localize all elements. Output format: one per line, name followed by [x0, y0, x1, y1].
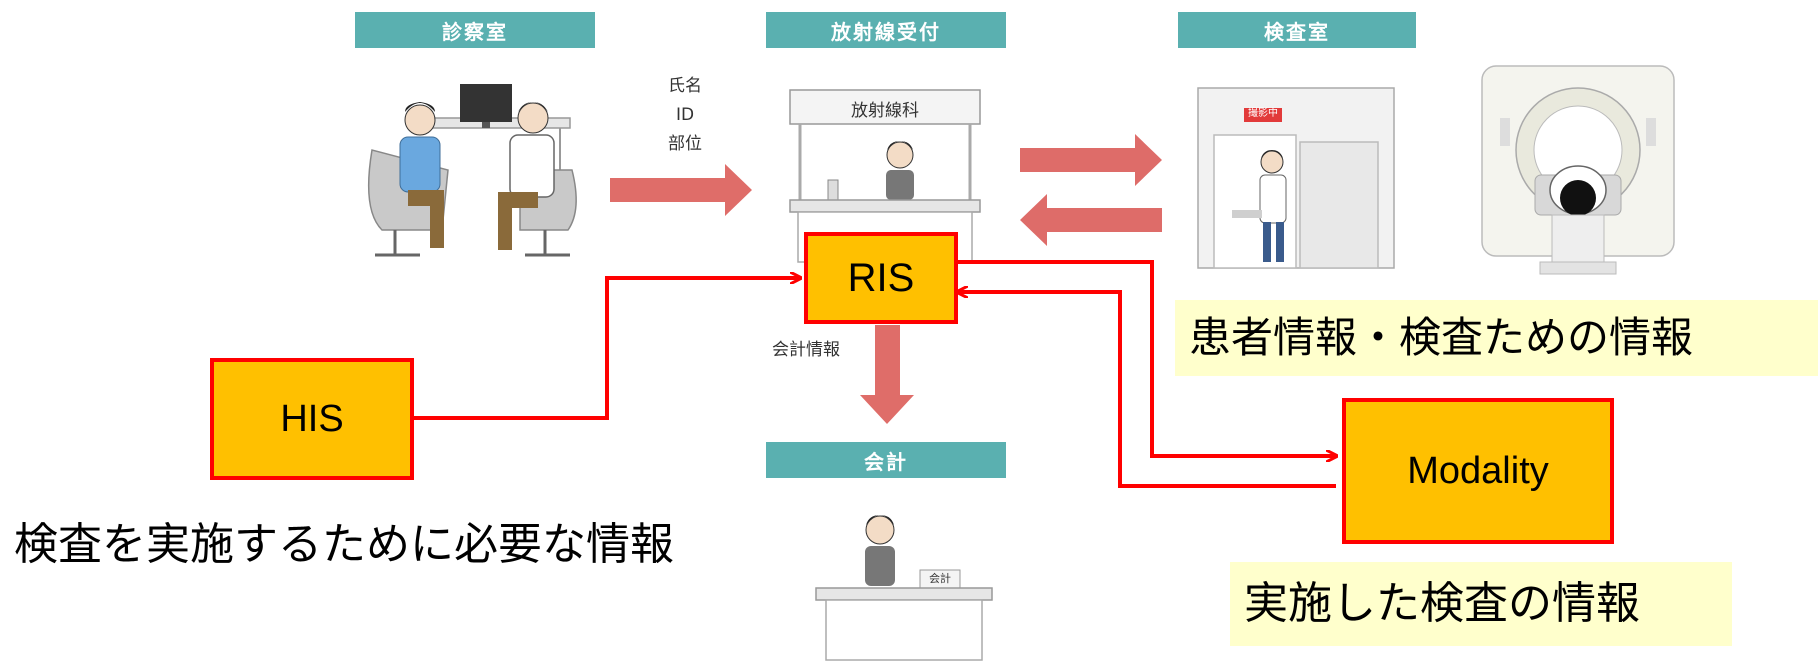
modality-label: Modality	[1407, 449, 1549, 492]
exam-room-illustration	[367, 84, 577, 257]
patient-info-body-part: 部位	[668, 134, 702, 154]
flow-arrow-reception-to-inspection	[1020, 134, 1162, 186]
flow-arrow-reception-to-accounting	[860, 325, 914, 424]
shooting-sign-label: 撮影中	[1248, 108, 1278, 119]
cashier-illustration	[815, 515, 993, 661]
flow-arrow-inspection-to-reception	[1020, 194, 1162, 246]
header-exam-room: 診察室	[355, 12, 595, 48]
connector-ris-to-modality	[958, 260, 1336, 456]
flow-arrow-exam-to-reception	[610, 164, 752, 216]
header-radiology-reception: 放射線受付	[766, 12, 1006, 48]
reception-sign-label: 放射線科	[851, 101, 919, 121]
patient-info-id: ID	[675, 105, 695, 125]
patient-info-name: 氏名	[668, 76, 702, 96]
his-box[interactable]: HIS	[210, 358, 414, 480]
modality-box[interactable]: Modality	[1342, 398, 1614, 544]
patient-info-label: 氏名 ID 部位	[640, 72, 730, 159]
red-connectors	[412, 260, 1336, 488]
billing-info-label: 会計情報	[772, 340, 840, 360]
ct-scanner-illustration	[1481, 65, 1675, 275]
header-inspection-room: 検査室	[1178, 12, 1416, 48]
patient-exam-info-caption: 患者情報・検査ための情報	[1175, 300, 1818, 376]
connector-modality-to-ris	[958, 292, 1336, 488]
ris-box[interactable]: RIS	[804, 232, 958, 324]
inspection-room-illustration	[1197, 87, 1395, 269]
performed-exam-info-caption: 実施した検査の情報	[1230, 562, 1732, 646]
his-label: HIS	[280, 397, 344, 440]
cashier-sign-label: 会計	[929, 572, 951, 585]
his-info-caption: 検査を実施するために必要な情報	[14, 519, 674, 570]
connector-his-to-ris	[412, 278, 800, 420]
ris-label: RIS	[847, 255, 915, 300]
header-accounting: 会計	[766, 442, 1006, 478]
flow-arrows	[610, 134, 1162, 424]
